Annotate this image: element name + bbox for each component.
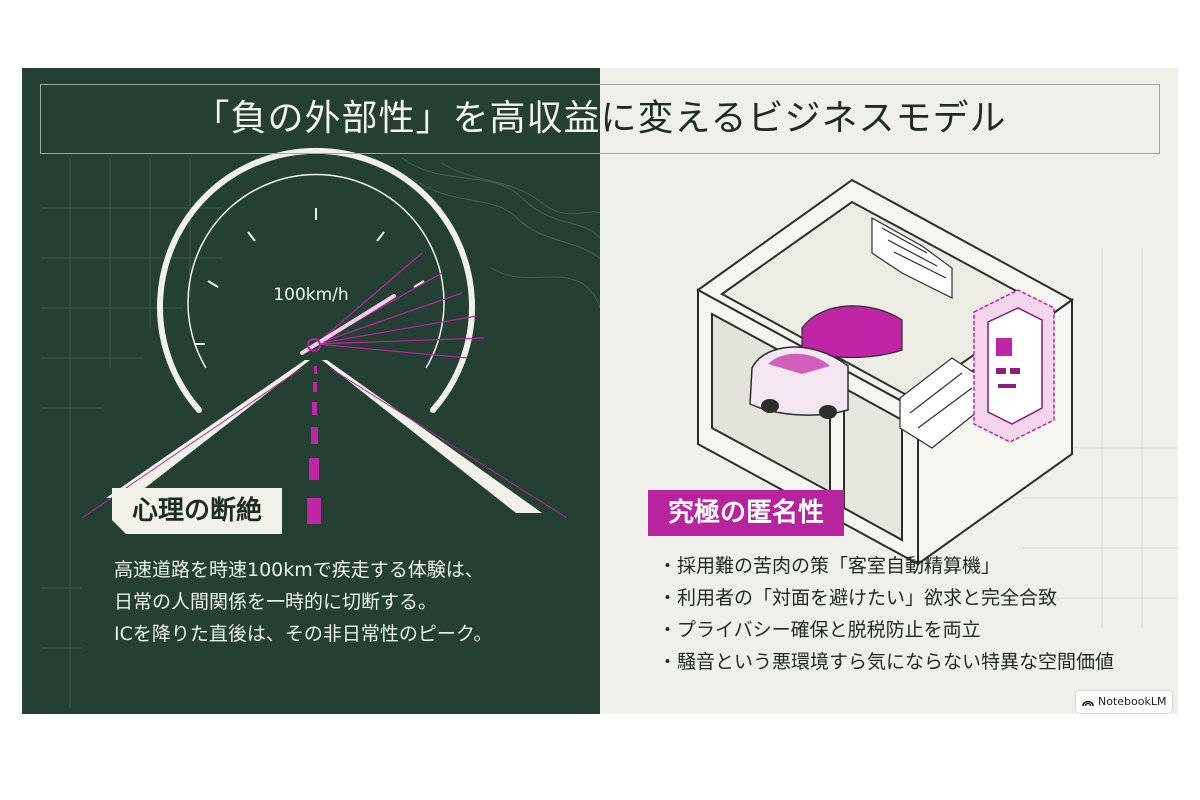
road-icon	[81, 360, 568, 524]
staircase-icon	[871, 216, 983, 449]
psych-break-heading: 心理の断絶	[112, 488, 282, 534]
garage-building-illustration	[696, 178, 1178, 628]
payment-machine-icon	[973, 289, 1055, 443]
bullet-text: 採用難の苦肉の策「客室自動精算機」	[677, 555, 1001, 577]
speedometer-road-illustration: 100km/h	[42, 147, 600, 708]
contour-lines	[401, 157, 600, 309]
badge-label: NotebookLM	[1098, 695, 1167, 708]
bullet-text: プライバシー確保と脱税防止を両立	[677, 619, 981, 641]
road-center-dashes	[307, 366, 321, 524]
paragraph-line: ICを降りた直後は、その非日常性のピーク。	[114, 623, 493, 645]
paragraph-line: 高速道路を時速100kmで疾走する体験は、	[114, 559, 484, 581]
bullet-item: ・利用者の「対面を避けたい」欲求と完全合致	[658, 587, 1058, 609]
speedometer-ticks	[194, 208, 425, 345]
notebooklm-badge[interactable]: NotebookLM	[1076, 691, 1172, 713]
notebooklm-logo-icon	[1082, 700, 1094, 707]
title-frame	[40, 84, 1160, 154]
bullet-text: 利用者の「対面を避けたい」欲求と完全合致	[677, 587, 1058, 609]
bullet-item: ・騒音という悪環境すら気にならない特異な空間価値	[658, 651, 1115, 673]
right-grid-lines	[1022, 248, 1178, 628]
bullet-item: ・プライバシー確保と脱税防止を両立	[658, 619, 981, 641]
left-panel	[22, 68, 600, 714]
speed-label: 100km/h	[273, 285, 348, 305]
page-title: 「負の外部性」を高収益に変えるビジネスモデル	[193, 98, 1007, 139]
anonymity-heading: 究極の匿名性	[648, 490, 845, 536]
speedometer-needle	[300, 294, 396, 355]
paragraph-line: 日常の人間関係を一時的に切断する。	[114, 591, 438, 613]
slide: 100km/h	[22, 68, 1178, 714]
car-icon	[749, 305, 903, 419]
bullet-item: ・採用難の苦肉の策「客室自動精算機」	[658, 555, 1001, 577]
bullet-text: 騒音という悪環境すら気にならない特異な空間価値	[677, 651, 1115, 673]
page-title-dark-half: 「負の外部性」を高収益に変えるビジネスモデル	[600, 84, 1178, 154]
speedometer-icon: 100km/h	[157, 147, 485, 413]
